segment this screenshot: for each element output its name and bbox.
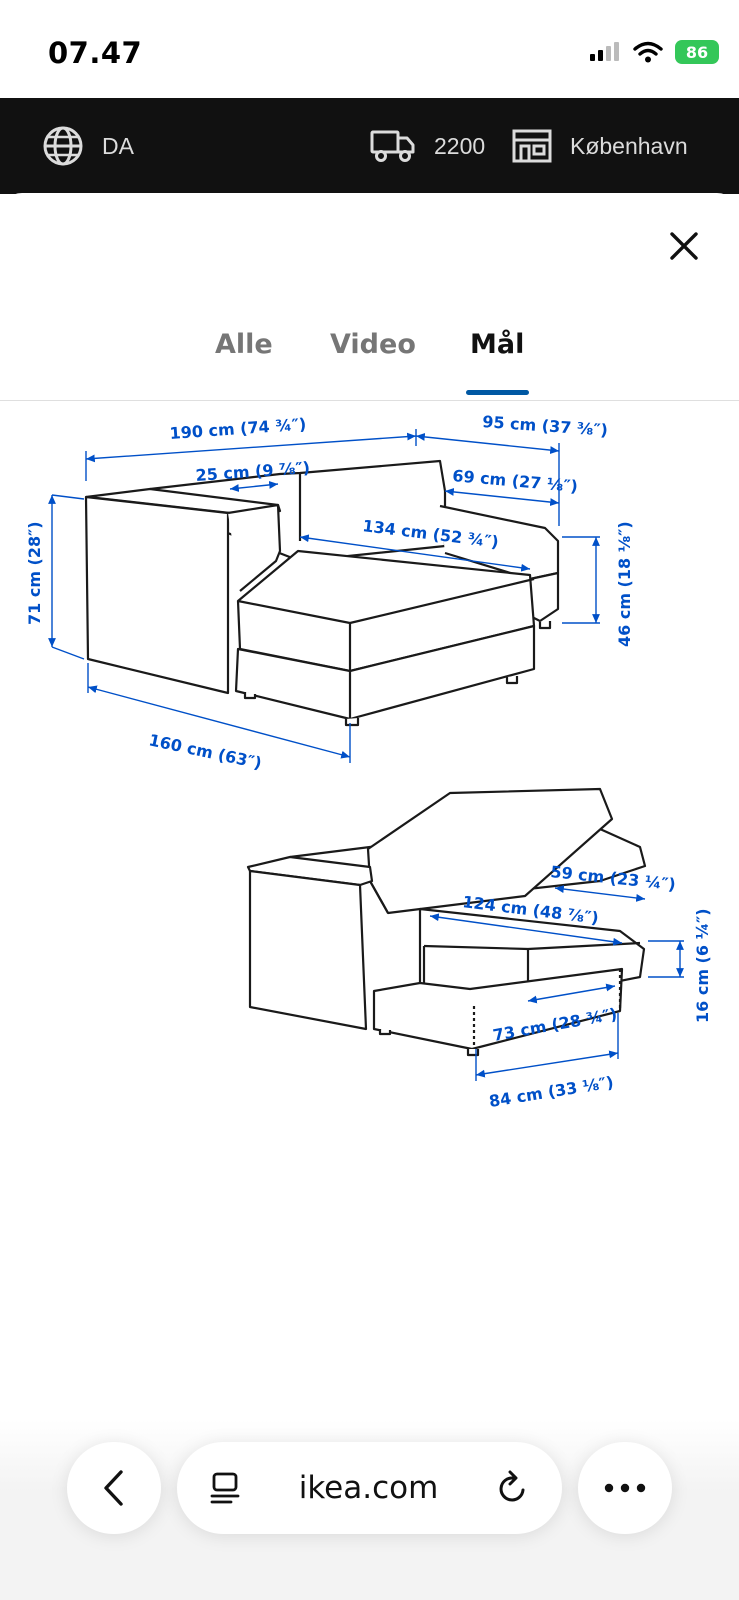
tab-dimensions[interactable]: Mål [470,329,525,360]
page-menu-icon[interactable] [209,1471,241,1505]
store-selector[interactable]: København [512,98,688,194]
tabs-divider [0,400,739,401]
media-tabs: Alle Video Mål [0,315,739,400]
dim-storage-outer-width: 84 cm (33 ⅛″) [488,1073,615,1111]
delivery-truck-icon [370,130,415,162]
more-button[interactable] [578,1442,672,1534]
globe-icon [43,126,83,166]
status-icons: 86 [589,40,719,64]
battery-icon: 86 [675,40,719,64]
store-icon [512,129,552,163]
browser-toolbar: ikea.com [0,1420,739,1600]
dim-seat-height: 46 cm (18 ⅛″) [615,521,634,647]
battery-level: 86 [685,42,709,62]
status-time: 07.47 [48,36,143,70]
dim-depth: 160 cm (63″) [147,730,263,772]
url-text: ikea.com [298,1470,439,1506]
site-header: DA 2200 København [0,98,739,194]
cellular-signal-icon [590,42,619,61]
delivery-postal-code[interactable]: 2200 [370,98,485,194]
store-label: København [570,132,688,159]
media-modal: Alle Video Mål [0,193,739,1600]
dim-storage-height: 16 cm (6 ¼″) [693,908,712,1023]
close-icon[interactable] [667,229,701,263]
back-button[interactable] [67,1442,161,1534]
postal-code-label: 2200 [434,132,486,159]
active-tab-indicator [466,390,529,395]
dim-chaise-width: 95 cm (37 ⅜″) [482,412,609,440]
dimension-drawing: 190 cm (74 ¾″) 95 cm (37 ⅜″) 25 cm (9 ⅞″… [25,412,712,1111]
dim-height: 71 cm (28″) [25,521,44,625]
tab-video[interactable]: Video [330,329,416,360]
language-selector[interactable]: DA [42,98,134,194]
chevron-left-icon [104,1470,123,1506]
address-bar[interactable]: ikea.com [177,1442,562,1534]
chaise-sofa-drawing [84,459,560,727]
dim-total-width: 190 cm (74 ¾″) [169,414,307,443]
language-label: DA [102,132,134,159]
reload-icon[interactable] [496,1470,530,1506]
tab-all[interactable]: Alle [215,329,273,360]
status-bar: 07.47 86 [0,0,739,98]
ellipsis-icon [604,1483,646,1493]
wifi-icon [633,41,663,63]
